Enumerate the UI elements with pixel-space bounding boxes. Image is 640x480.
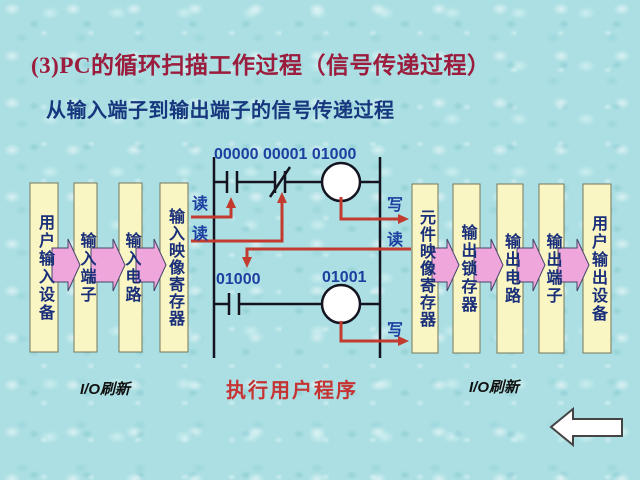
read-label-1: 读 [192, 196, 209, 213]
flow-box-label-output-circuit: 输出电路 [502, 232, 519, 305]
read-arrow-2 [191, 192, 287, 243]
flow-arrow-icon [51, 238, 81, 292]
read-label-2: 读 [192, 226, 209, 243]
coil-icon [320, 161, 362, 203]
write-label-2: 写 [387, 322, 404, 339]
flow-box-label-input-circuit: 输入电路 [122, 231, 140, 304]
read-arrow-1 [191, 197, 236, 219]
flow-box-label-user-output-device: 用户输出设备 [589, 214, 606, 323]
read-arrow-3 [242, 247, 411, 268]
ladder-diagram [212, 157, 382, 358]
flow-arrow-icon [473, 238, 504, 292]
write-label-1: 写 [387, 197, 404, 214]
flow-box-label-user-input-device: 用户输入设备 [36, 213, 53, 322]
rung1-address-labels: 00000 00001 01000 [214, 146, 357, 163]
flow-box-label-element-image-register: 元件映像寄存器 [417, 209, 434, 328]
page-title: (3)PC的循环扫描工作过程（信号传递过程） [31, 53, 491, 78]
io-refresh-label-left: I/O刷新 [80, 381, 131, 398]
nc-contact-slash-icon [268, 166, 292, 198]
rung2-contact-label: 01000 [216, 271, 261, 288]
flow-box-label-input-terminal: 输入端子 [77, 231, 95, 304]
flow-box-label-output-latch: 输出锁存器 [458, 223, 476, 314]
coil-icon [320, 283, 362, 325]
flow-box-label-input-image-register: 输入映像寄存器 [166, 208, 183, 327]
flow-arrow-icon [135, 238, 167, 292]
back-arrow-icon[interactable] [549, 406, 623, 448]
flow-arrow-icon [90, 238, 126, 292]
flow-arrow-icon [431, 238, 460, 292]
flow-box-label-output-terminal: 输出端子 [543, 232, 561, 305]
rung2-coil-label: 01001 [322, 269, 367, 286]
write-arrow-1 [339, 197, 409, 224]
write-arrow-2 [339, 321, 409, 346]
page-subtitle: 从输入端子到输出端子的信号传递过程 [46, 100, 395, 122]
execute-program-caption: 执行用户程序 [226, 380, 358, 402]
flow-arrow-icon [557, 238, 590, 292]
io-refresh-label-right: I/O刷新 [469, 379, 520, 396]
flow-arrow-icon [516, 238, 546, 292]
read-label-3: 读 [387, 232, 404, 249]
